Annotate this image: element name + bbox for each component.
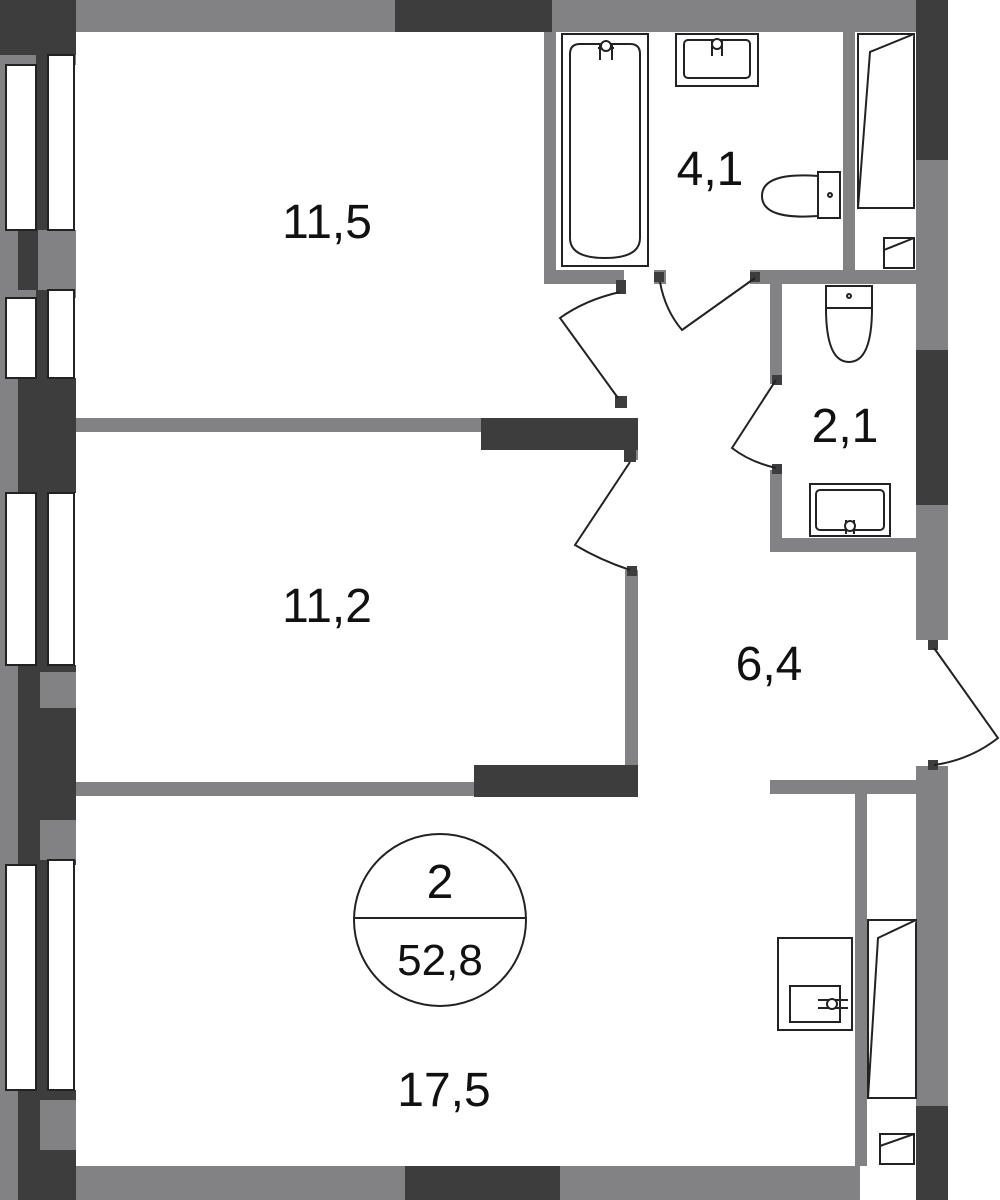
room-area-bathroom: 4,1: [677, 143, 744, 196]
doors: [558, 277, 1000, 766]
bathtub-icon: [561, 33, 649, 267]
door-bedroom-2: [573, 461, 631, 571]
toilet-icon: [760, 171, 841, 219]
room-area-bedroom-1: 11,5: [282, 196, 372, 249]
outer-walls: [0, 0, 948, 1200]
wc-sink-icon: [809, 483, 891, 537]
windows: [5, 54, 75, 1091]
badge-room-count: 2: [427, 856, 454, 909]
wc-toilet-icon: [824, 285, 874, 364]
room-area-hallway: 6,4: [736, 638, 803, 691]
door-toilet: [730, 379, 777, 469]
apartment-badge: 2 52,8: [353, 833, 527, 1007]
fixtures: [561, 33, 917, 1165]
bathroom-sink-icon: [675, 33, 759, 87]
room-area-living-kitchen: 17,5: [397, 1064, 490, 1117]
door-bedroom-1: [558, 291, 621, 399]
badge-total-area: 52,8: [397, 936, 483, 985]
door-bathroom: [659, 277, 756, 332]
interior-walls: [76, 32, 938, 1166]
kitchen-sink-icon: [777, 937, 853, 1031]
badge-circle: [353, 833, 527, 1007]
room-area-toilet: 2,1: [812, 400, 879, 453]
room-labels: 11,5 11,2 17,5 4,1 2,1 6,4: [282, 143, 878, 1117]
washing-machine-icon: [857, 33, 915, 269]
door-entrance: [933, 647, 1000, 766]
closet-icon: [867, 919, 917, 1165]
room-area-bedroom-2: 11,2: [282, 580, 372, 633]
